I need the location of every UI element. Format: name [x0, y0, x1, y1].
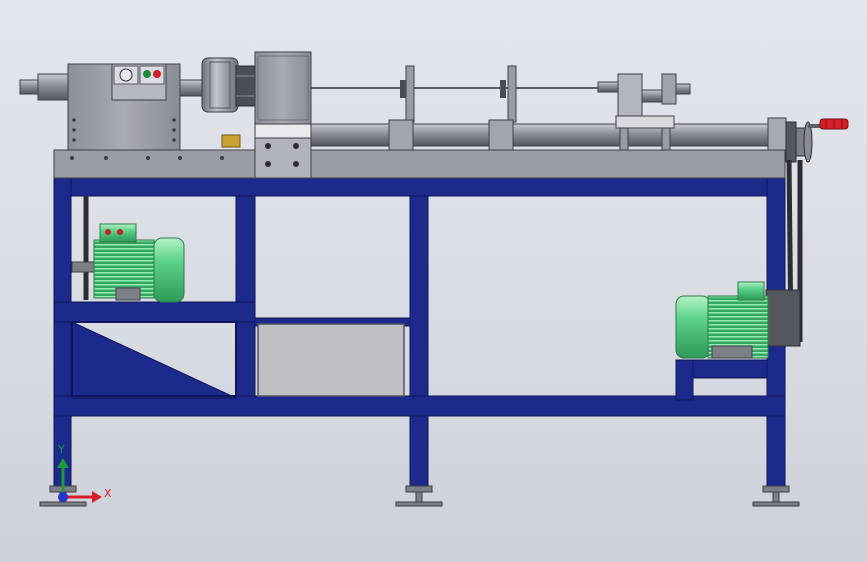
leveling-feet — [39, 485, 800, 507]
steady-rest-1[interactable] — [388, 65, 415, 151]
guide-bar[interactable] — [310, 87, 772, 147]
base-frame[interactable] — [53, 177, 786, 491]
chuck[interactable] — [201, 57, 257, 113]
machine-bed[interactable] — [53, 149, 786, 179]
z-axis-dot-icon — [58, 492, 68, 502]
hand-crank[interactable] — [808, 118, 849, 130]
gray-cover-panel — [257, 323, 405, 397]
selector-dial-icon[interactable] — [119, 68, 133, 82]
brass-fitting — [221, 134, 241, 148]
motor-right[interactable] — [675, 281, 769, 359]
frame-side-panels — [71, 321, 405, 397]
y-axis-label: Y — [58, 443, 65, 456]
x-axis-label: X — [104, 487, 112, 500]
tailstock[interactable] — [597, 73, 691, 151]
tool-carriage[interactable] — [221, 51, 312, 179]
stop-button[interactable] — [153, 70, 161, 78]
motor-terminal-box — [737, 281, 765, 301]
belt-pulley-lower — [765, 289, 801, 347]
start-button[interactable] — [143, 70, 151, 78]
headstock[interactable] — [19, 63, 205, 151]
motor-left[interactable] — [71, 196, 185, 303]
steady-rest-2[interactable] — [488, 65, 517, 151]
axis-triad[interactable] — [57, 458, 102, 503]
pulley-assembly[interactable] — [767, 117, 813, 163]
control-panel[interactable] — [111, 63, 167, 101]
